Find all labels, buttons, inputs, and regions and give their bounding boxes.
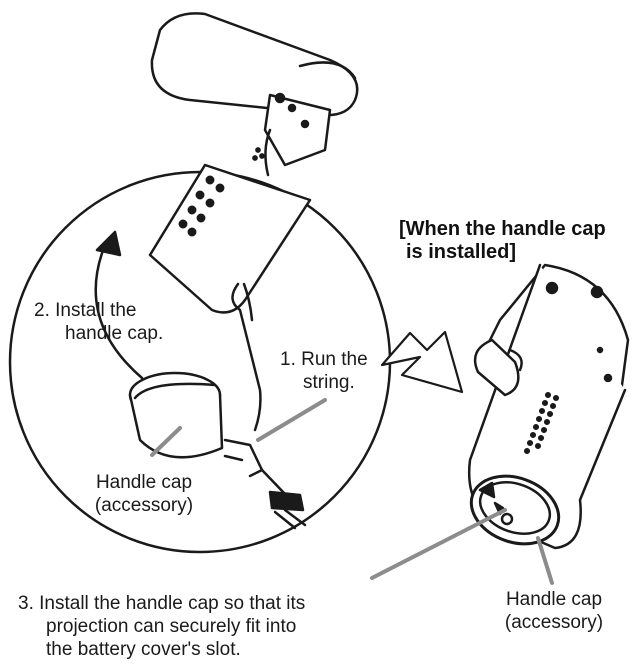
curved-arrow-icon (94, 230, 144, 380)
step3-label-line1: 3. Install the handle cap so that its (18, 593, 306, 614)
step1-label-line2: string. (303, 372, 355, 393)
cap-left-label-line2: (accessory) (94, 495, 194, 516)
dryer-head-icon (150, 12, 359, 177)
step2-label-line2: handle cap. (65, 323, 164, 344)
cap-right-label-line1: Handle cap (505, 589, 603, 610)
step3-label-line3: the battery cover's slot. (46, 639, 241, 660)
step3-label-line2: projection can securely fit into (46, 616, 297, 637)
step2-label-line1: 2. Install the (34, 300, 137, 321)
installed-heading-line2: is installed] (406, 241, 517, 263)
step1-label-line1: 1. Run the (280, 349, 368, 370)
cap-right-label-line2: (accessory) (504, 612, 604, 633)
hollow-arrow-icon (380, 330, 464, 394)
handle-detail-icon (128, 163, 312, 530)
leader-lines (150, 398, 554, 585)
cap-left-label-line1: Handle cap (95, 472, 193, 493)
installed-heading-line1: [When the handle cap (399, 218, 606, 240)
installed-handle-icon (468, 263, 630, 550)
